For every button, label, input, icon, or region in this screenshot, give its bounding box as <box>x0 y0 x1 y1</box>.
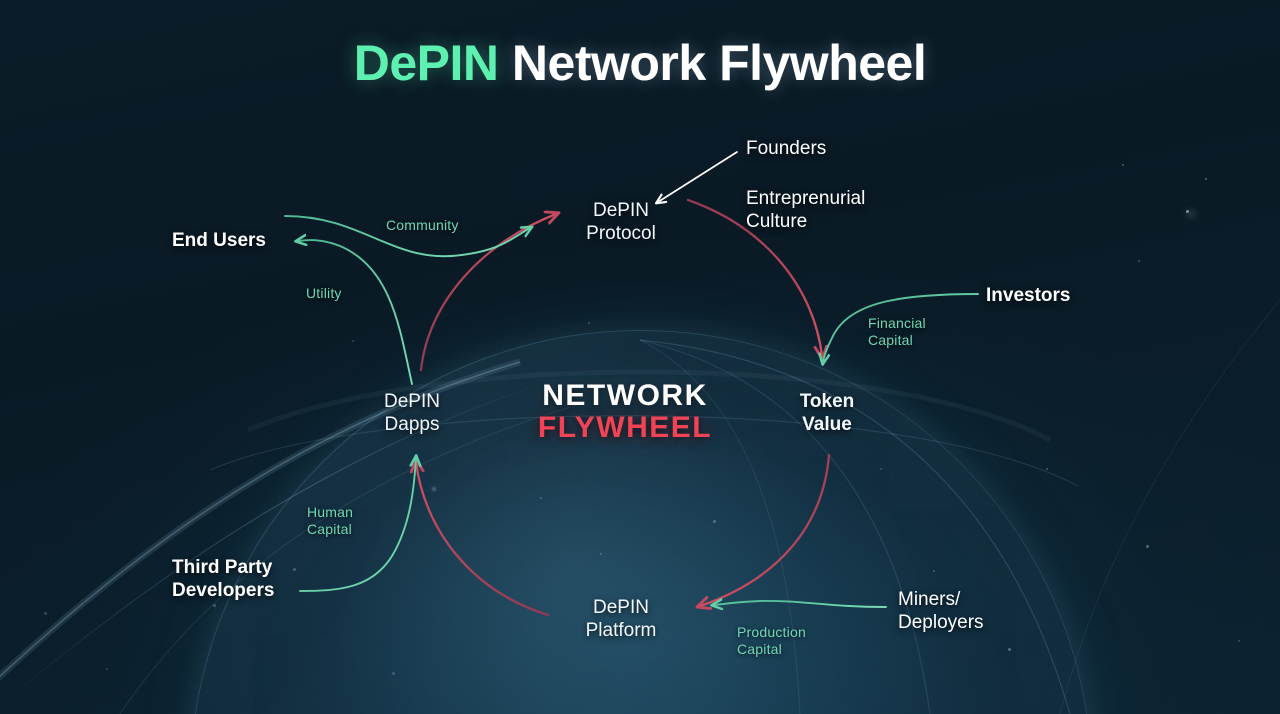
edge-founders-to-protocol <box>658 151 738 202</box>
actor-founders: Founders <box>746 138 827 159</box>
actor-end-users: End Users <box>172 230 266 251</box>
flow-label-production-capital: Production Capital <box>737 624 806 658</box>
page-title-rest: Network Flywheel <box>498 35 927 91</box>
edge-investors-to-token <box>823 293 979 362</box>
edge-miners-to-platform <box>714 601 887 607</box>
cycle-edge-dapps-to-protocol <box>419 214 556 372</box>
flow-label-human-capital: Human Capital <box>307 504 354 538</box>
flow-label-financial-capital: Financial Capital <box>868 315 926 349</box>
edge-endusers-to-protocol <box>284 215 530 258</box>
edge-developers-to-dapps <box>299 458 416 592</box>
actor-entreprenurial-culture: Entreprenurial Culture <box>746 188 866 233</box>
globe-atmosphere-rim <box>190 330 1092 714</box>
flow-label-community: Community <box>386 217 459 233</box>
earth-globe-backdrop <box>190 330 1090 714</box>
flow-label-utility: Utility <box>306 285 342 301</box>
node-depin-protocol: DePIN Protocol <box>586 200 656 245</box>
page-title: DePIN Network Flywheel <box>0 36 1280 91</box>
center-brand: NETWORK FLYWHEEL <box>460 379 790 445</box>
actor-miners-deployers: Miners/ Deployers <box>898 589 984 634</box>
edge-dapps-to-endusers <box>298 240 413 385</box>
cycle-edge-protocol-to-token <box>686 198 822 356</box>
center-brand-line1: NETWORK <box>542 379 708 412</box>
node-depin-platform: DePIN Platform <box>585 597 657 642</box>
page-title-accent: DePIN <box>353 35 499 91</box>
actor-investors: Investors <box>986 285 1071 306</box>
center-brand-line2: FLYWHEEL <box>537 411 713 445</box>
node-token-value: Token Value <box>799 391 855 436</box>
node-depin-dapps: DePIN Dapps <box>384 391 440 436</box>
actor-third-party-developers: Third Party Developers <box>172 557 275 602</box>
cycle-edge-token-to-platform <box>700 453 831 606</box>
cycle-edge-platform-to-dapps <box>416 462 550 617</box>
